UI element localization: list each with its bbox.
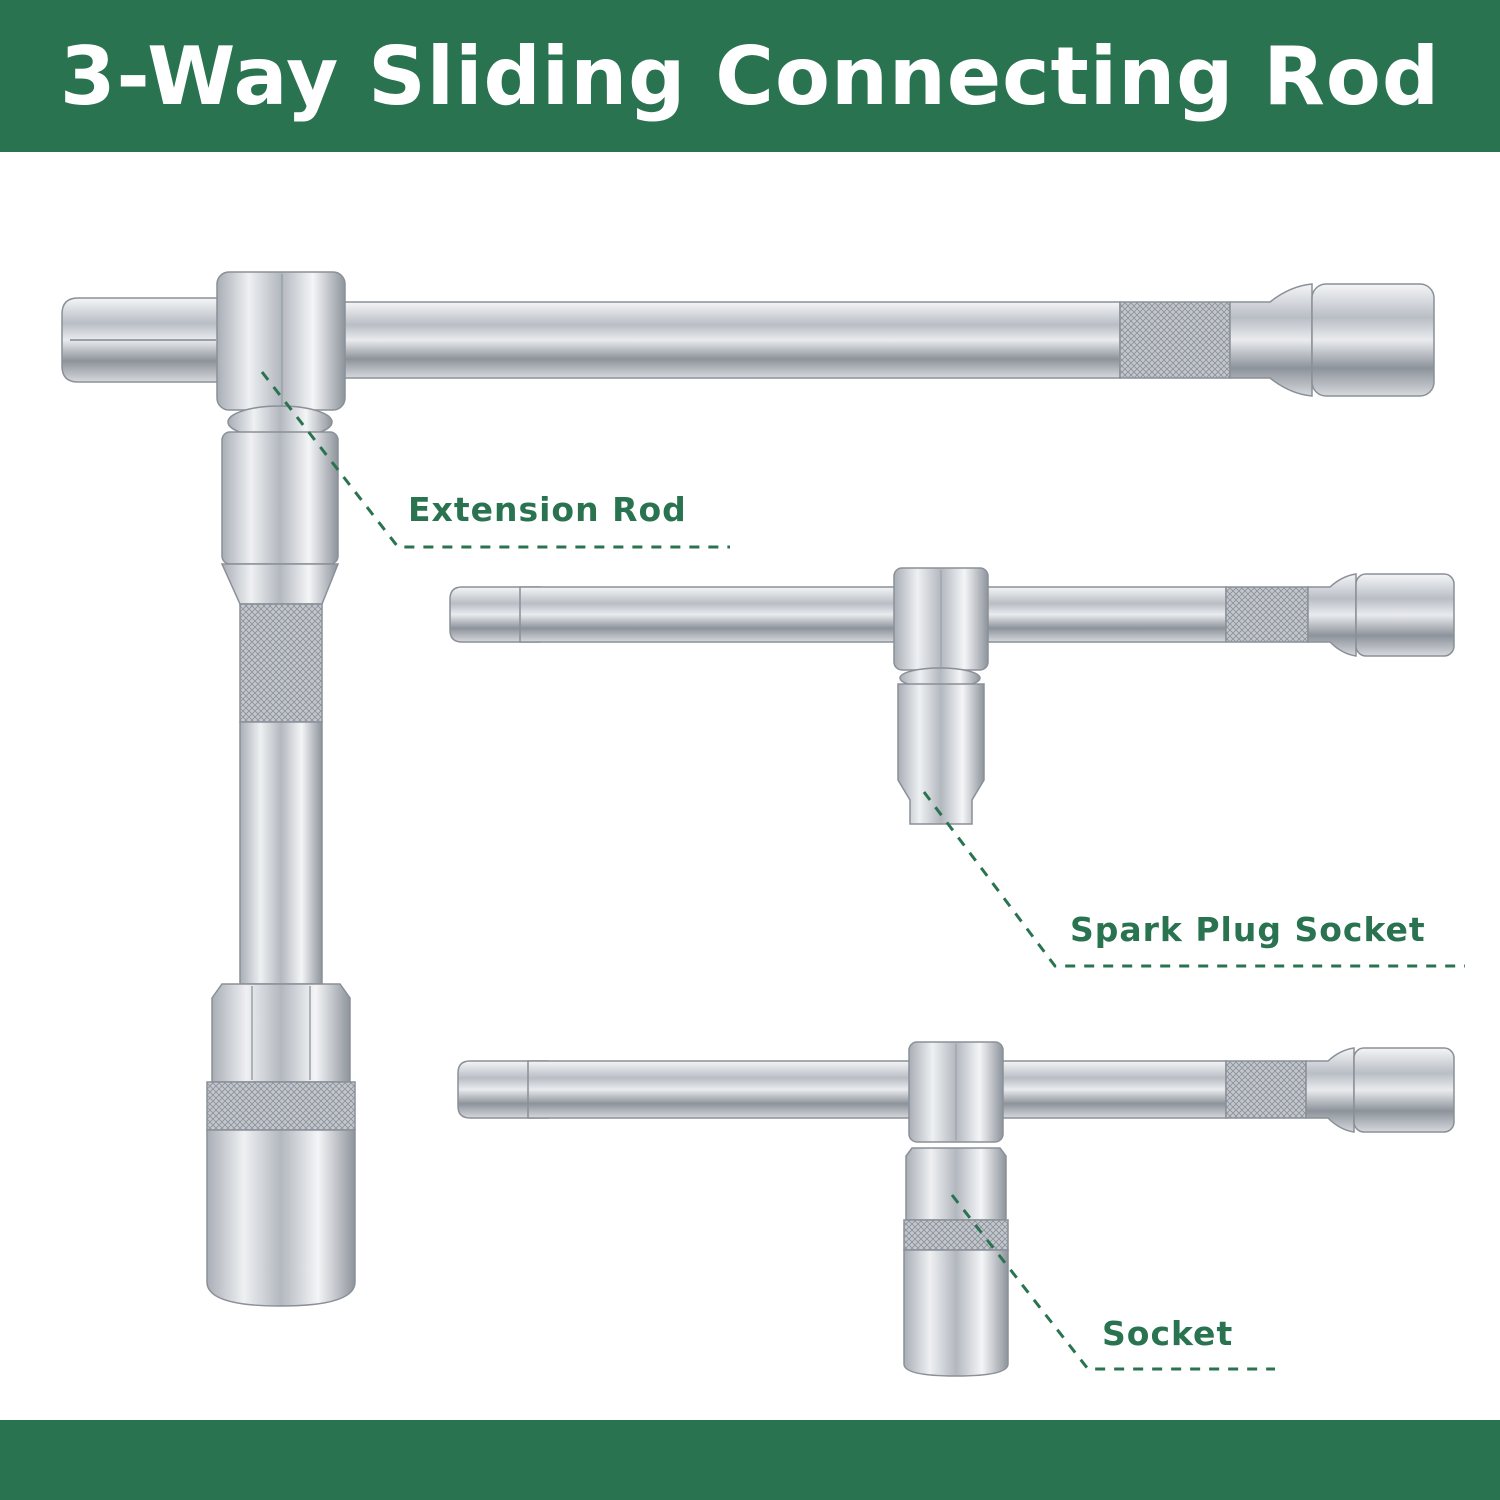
spark-plug-socket-label: Spark Plug Socket — [1070, 910, 1426, 949]
socket-leader-line — [950, 1194, 1275, 1371]
extension-rod-label: Extension Rod — [408, 490, 687, 529]
spark-plug-socket-leader-line — [922, 791, 1465, 968]
bottom-banner — [0, 1420, 1500, 1500]
page-title: 3-Way Sliding Connecting Rod — [59, 29, 1441, 123]
extension-rod-leader-line — [260, 371, 730, 549]
socket-label: Socket — [1102, 1314, 1234, 1353]
socket-tool — [457, 1041, 1455, 1377]
spark-plug-socket-tool — [449, 567, 1455, 825]
title-banner: 3-Way Sliding Connecting Rod — [0, 0, 1500, 152]
extension-rod-tool — [61, 271, 1435, 1307]
